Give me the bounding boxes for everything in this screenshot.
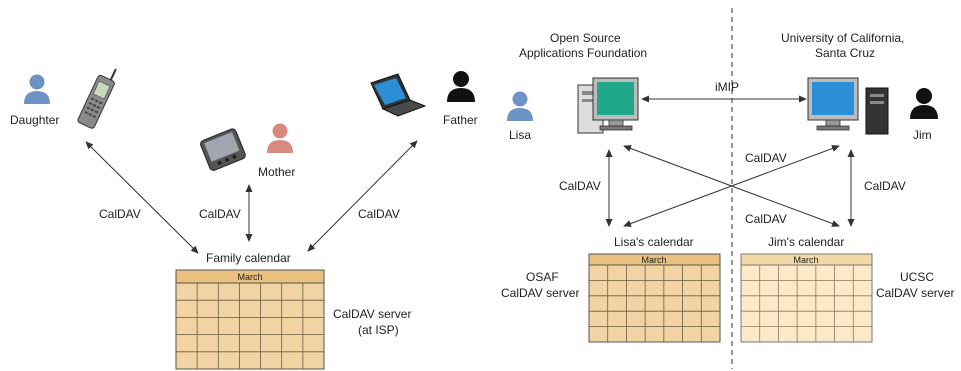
caldav-label-lisa: CalDAV: [559, 179, 601, 193]
osaf-org-line2: Applications Foundation: [519, 46, 647, 60]
osaf-org-line1: Open Source: [550, 31, 621, 45]
pda-icon: [200, 128, 246, 171]
laptop-icon: [370, 73, 427, 117]
ucsc-org-line2: Santa Cruz: [815, 46, 875, 60]
jim-computer-icon: [807, 77, 889, 135]
ucsc-calendar-month: March: [793, 255, 818, 265]
caldav-label-cross-lower: CalDAV: [745, 212, 787, 226]
ucsc-org-line1: University of California,: [781, 31, 904, 45]
osaf-calendar-grid: [588, 253, 721, 343]
lisas-calendar-label: Lisa's calendar: [614, 235, 694, 249]
caldav-label-father: CalDAV: [358, 207, 400, 221]
jim-to-lisas-calendar-arrow: [623, 145, 840, 227]
lisa-computer-icon: [577, 77, 639, 134]
osaf-calendar-month: March: [641, 255, 666, 265]
isp-server-label-line1: CalDAV server: [333, 307, 411, 321]
imip-label: iMIP: [715, 80, 739, 94]
father-family-arrow: [307, 140, 418, 252]
family-calendar-label: Family calendar: [206, 251, 291, 265]
mother-person-icon: [267, 123, 293, 153]
family-calendar-grid: [175, 269, 325, 370]
ucsc-server-label-line1: UCSC: [900, 270, 934, 284]
caldav-label-mother: CalDAV: [199, 207, 241, 221]
daughter-family-arrow: [85, 141, 199, 254]
family-calendar-month: March: [237, 272, 262, 282]
ucsc-server-label-line2: CalDAV server: [876, 286, 954, 300]
caldav-label-jim: CalDAV: [864, 179, 906, 193]
cell-phone-icon: [77, 68, 117, 129]
caldav-label-daughter: CalDAV: [99, 207, 141, 221]
daughter-label: Daughter: [10, 113, 59, 127]
jim-person-icon: [910, 88, 938, 119]
daughter-person-icon: [24, 74, 50, 104]
jims-calendar-label: Jim's calendar: [768, 235, 844, 249]
jim-label: Jim: [913, 128, 932, 142]
isp-server-label-line2: (at ISP): [358, 323, 399, 337]
caldav-label-cross-upper: CalDAV: [745, 151, 787, 165]
ucsc-calendar-grid: [740, 253, 873, 343]
father-person-icon: [447, 71, 475, 102]
lisa-person-icon: [507, 91, 533, 121]
osaf-server-label-line1: OSAF: [526, 270, 559, 284]
lisa-label: Lisa: [509, 128, 531, 142]
father-label: Father: [443, 113, 478, 127]
mother-label: Mother: [258, 165, 295, 179]
osaf-server-label-line2: CalDAV server: [501, 286, 579, 300]
